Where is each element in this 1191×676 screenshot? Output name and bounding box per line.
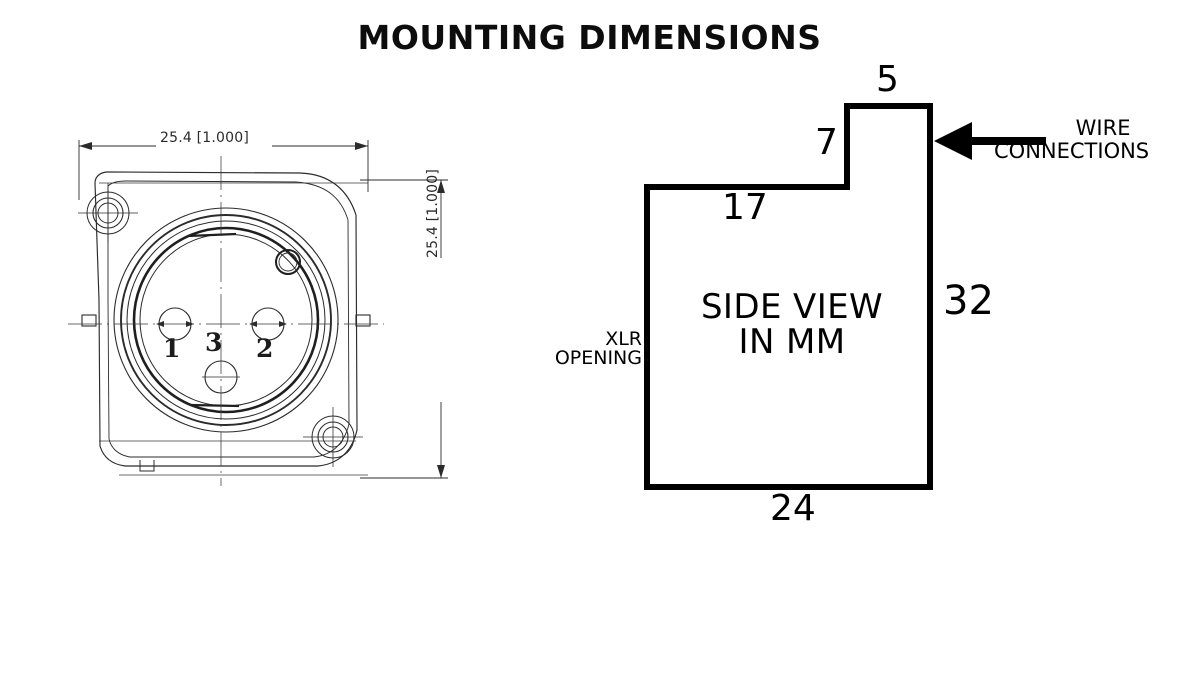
side-view-step-height-label: 7 [815, 122, 838, 163]
connector-flange-inner-contour [107, 180, 350, 458]
wire-connections-label: WIRE CONNECTIONS [994, 116, 1149, 162]
side-view-caption-line2: IN MM [738, 321, 846, 362]
front-view-reference-lines [99, 182, 368, 476]
centerline-pin-ticks [156, 321, 287, 327]
latch-pin-hole [275, 249, 301, 275]
side-view-overall-height-label: 32 [943, 278, 994, 324]
side-view-shoulder-width-label: 17 [722, 187, 768, 228]
page-title-text: MOUNTING DIMENSIONS [357, 18, 822, 57]
side-view-caption: SIDE VIEW IN MM [660, 290, 924, 359]
xlr-opening-label: XLR OPENING [520, 330, 642, 368]
side-view-top-step-width-label: 5 [876, 59, 899, 100]
pin-number-2: 2 [256, 334, 274, 363]
front-view-width-dimension [78, 140, 369, 200]
centerlines [68, 156, 384, 486]
side-view-overall-width-label: 24 [770, 488, 816, 529]
panel-latch-tabs [81, 314, 371, 327]
xlr-opening-line2: OPENING [554, 347, 642, 369]
mounting-hole-top-left [78, 183, 138, 243]
front-view-width-label: 25.4 [1.000] [160, 130, 250, 146]
wire-connections-line1: WIRE [1075, 116, 1131, 140]
wire-connections-line2: CONNECTIONS [994, 138, 1150, 163]
connector-barrel-inner-shell [132, 226, 320, 414]
pin-number-3: 3 [205, 328, 223, 357]
connector-barrel-outer-ring [113, 207, 339, 433]
side-view-caption-line1: SIDE VIEW [700, 287, 884, 327]
mounting-hole-bottom-right [303, 407, 363, 467]
pin-number-1: 1 [163, 334, 181, 363]
pin-hole-3 [202, 360, 240, 394]
page-title: MOUNTING DIMENSIONS [0, 18, 1191, 57]
front-view-height-label: 25.4 [1.000] [425, 168, 441, 258]
barrel-keyway-notches [187, 232, 240, 408]
bottom-notch-tab [139, 460, 155, 472]
xlr-opening-line1: XLR [605, 328, 642, 350]
connector-flange-outline [94, 171, 358, 467]
